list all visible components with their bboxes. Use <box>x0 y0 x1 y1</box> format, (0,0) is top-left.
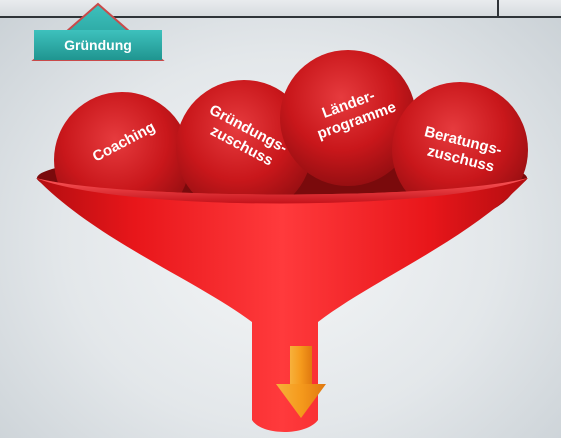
tag-band <box>34 30 162 60</box>
ball-circle <box>280 50 416 186</box>
top-border <box>0 0 561 18</box>
ball-beratungszuschuss: Beratungs- zuschuss <box>392 82 528 218</box>
ball-circle <box>392 82 528 218</box>
ball-laenderprogramme: Länder- programme <box>280 50 416 186</box>
funnel-rim-front <box>36 178 528 204</box>
arrow-down-icon <box>276 346 326 418</box>
top-border-tick <box>497 0 499 16</box>
ball-gruendungszuschuss: Gründungs- zuschuss <box>176 80 312 216</box>
tag-label: Gründung <box>64 37 132 53</box>
ball-circle <box>176 80 312 216</box>
category-tag: Gründung <box>31 2 165 61</box>
funnel-body <box>36 178 528 432</box>
